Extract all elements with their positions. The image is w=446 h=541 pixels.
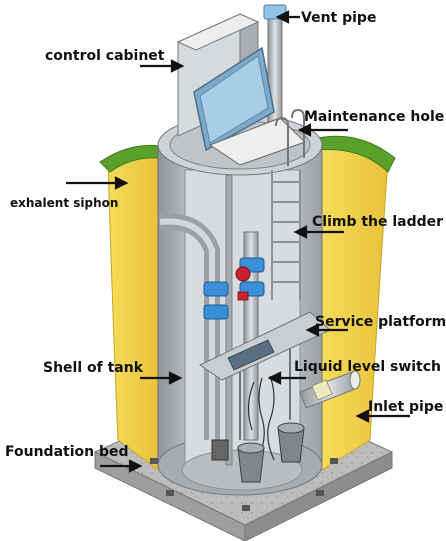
label-shell-of-tank: Shell of tank — [43, 360, 144, 376]
label-inlet-pipe: Inlet pipe — [368, 399, 443, 415]
label-vent-pipe: Vent pipe — [301, 10, 376, 26]
callout-arrows — [66, 10, 410, 473]
submersible-pumps — [211, 422, 305, 483]
inlet-pipe — [299, 370, 361, 409]
exhalent-siphon — [159, 213, 220, 440]
label-control-cabinet: control cabinet — [45, 48, 165, 64]
base-clamps — [150, 458, 338, 511]
label-climb-the-ladder: Climb the ladder — [312, 214, 443, 230]
label-exhalent-siphon: exhalent siphon — [10, 196, 118, 210]
maintenance-hole — [193, 46, 306, 166]
label-maintenance-hole: Maintenance hole — [304, 109, 444, 125]
pump-couplings — [203, 257, 265, 320]
label-liquid-level-switch: Liquid level switch — [294, 359, 441, 375]
label-foundation-bed: Foundation bed — [5, 444, 129, 460]
label-service-platform: Service platform — [315, 314, 446, 330]
